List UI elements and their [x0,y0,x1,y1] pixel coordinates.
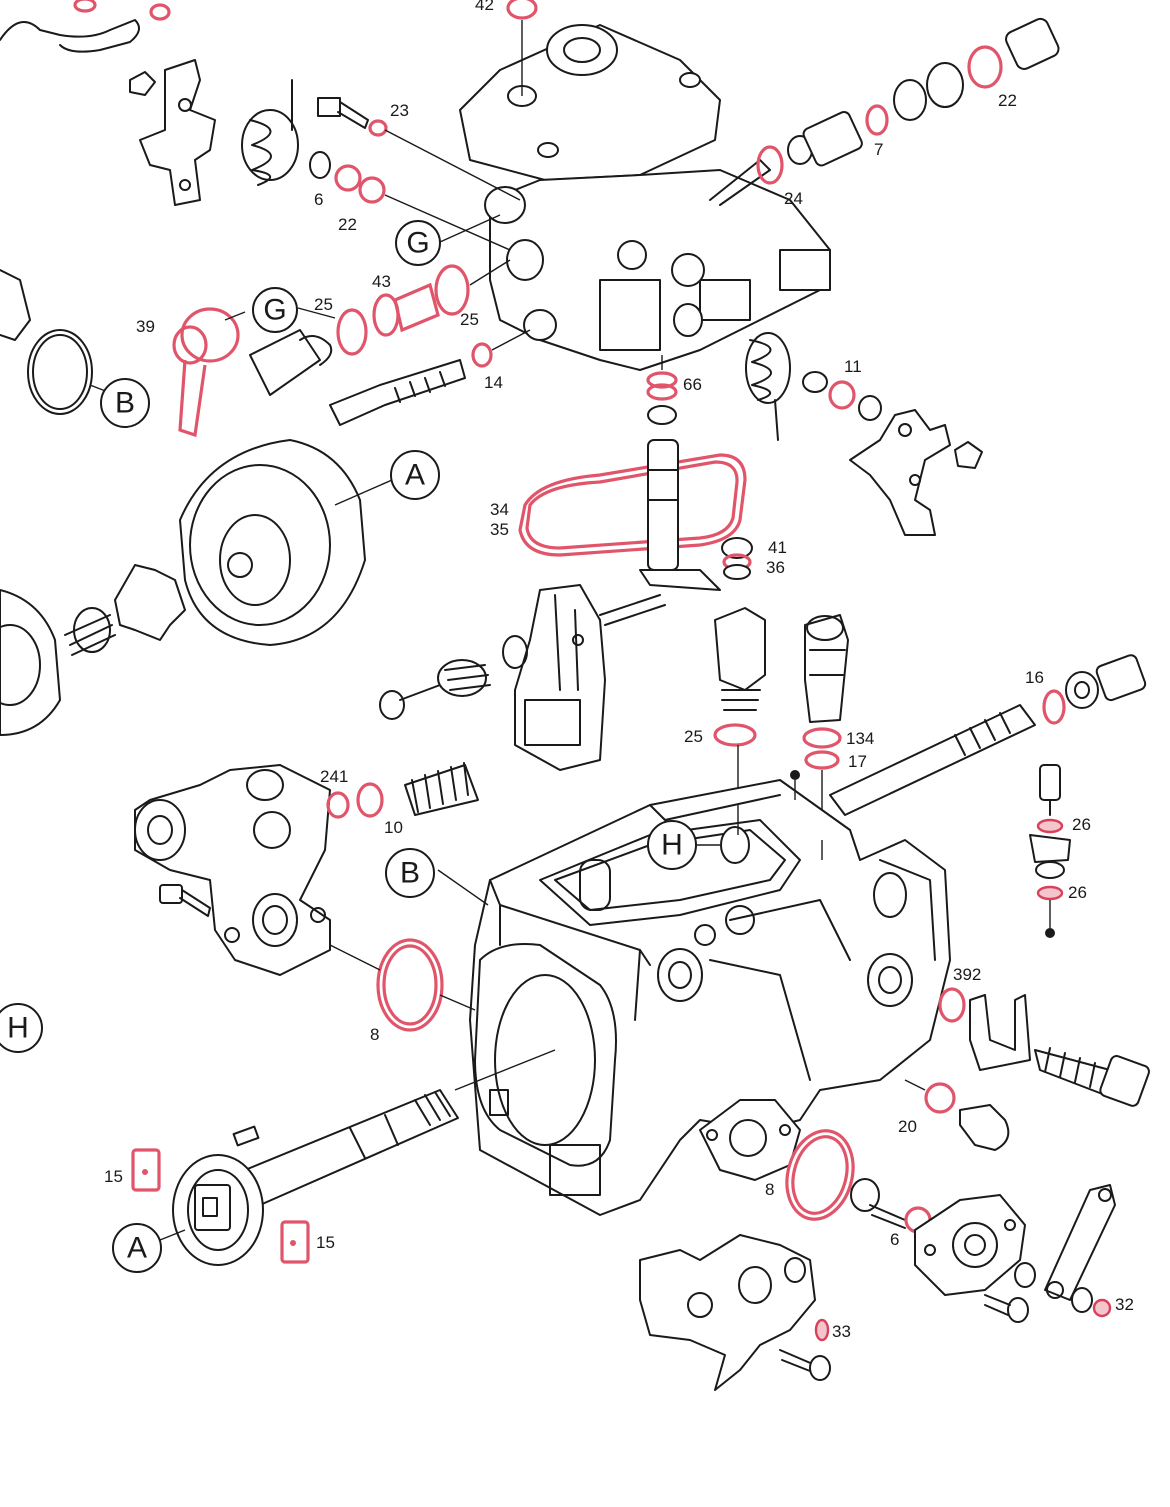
screw-20[interactable] [904,1079,1010,1151]
label-6-bottom: 6 [890,1230,899,1249]
callout-g-lower: G [252,287,298,333]
label-10: 10 [384,818,403,837]
drive-shaft[interactable] [232,1089,459,1206]
callout-h-housing: H [647,820,697,870]
bracket-392[interactable] [938,987,1151,1108]
label-16: 16 [1025,668,1044,687]
label-36: 36 [766,558,785,577]
o-ring-8-right[interactable] [777,1123,862,1226]
cam-plate-partial[interactable] [0,589,61,736]
label-20: 20 [898,1117,917,1136]
label-24: 24 [784,189,803,208]
drive-shaft-bolt-16[interactable] [829,654,1147,816]
stop-lever-assembly-33[interactable] [639,1234,831,1391]
label-25-mid: 25 [460,310,479,329]
callout-a-upper: A [390,450,440,500]
part-number-labels: 42 23 22 7 24 6 22 43 25 25 39 14 66 11 … [104,0,1134,1341]
label-33: 33 [832,1322,851,1341]
fitting-stack-right-top[interactable] [709,16,1061,206]
label-23: 23 [390,101,409,120]
label-35: 35 [490,520,509,539]
svg-text:A: A [405,459,425,492]
key-15-left[interactable] [131,1148,161,1192]
gasket-34-35[interactable] [518,453,747,557]
plunger-shaft[interactable] [639,439,721,591]
label-15-right: 15 [316,1233,335,1252]
washers-6-22[interactable] [309,151,511,251]
label-17: 17 [848,752,867,771]
label-66: 66 [683,375,702,394]
label-22-right: 22 [998,91,1017,110]
label-32: 32 [1115,1295,1134,1314]
throttle-bracket-top[interactable] [129,59,216,206]
spring-screw-center[interactable] [379,594,666,720]
bolt-left-head[interactable] [159,884,211,917]
label-6-top: 6 [314,190,323,209]
o-ring-b-left[interactable] [0,269,93,415]
label-39: 39 [136,317,155,336]
svg-text:A: A [127,1232,147,1265]
screw-26-stack[interactable] [1029,764,1071,938]
spring-11-right[interactable] [745,332,882,441]
hydraulic-head-left[interactable] [134,764,331,976]
label-241: 241 [320,767,348,786]
lever-bracket-right-mid[interactable] [849,409,983,536]
callout-g-upper: G [395,220,441,266]
label-25-left: 25 [314,295,333,314]
pump-housing-main[interactable] [469,770,951,1216]
label-7: 7 [874,140,883,159]
coil-spring-top-left[interactable] [241,79,299,186]
flange-cover-bottom-right[interactable] [914,1194,1026,1296]
label-11: 11 [844,357,862,376]
bolt-23[interactable] [317,97,521,201]
label-8-left: 8 [370,1025,379,1044]
valve-41-36[interactable] [721,537,753,580]
svg-text:B: B [400,857,420,890]
label-34: 34 [490,500,509,519]
label-25-valve: 25 [684,727,703,746]
label-15-left: 15 [104,1167,123,1186]
svg-text:G: G [406,227,429,260]
label-26-upper: 26 [1072,815,1091,834]
delivery-valve-holder[interactable] [713,607,766,805]
nozzle-screw-14[interactable] [329,329,531,426]
banjo-fitting-39[interactable] [172,307,240,438]
governor-cover[interactable] [459,0,721,181]
delivery-valve-134[interactable] [802,614,849,840]
callout-b-left: B [100,378,150,428]
callout-b-housing: B [385,848,435,898]
label-134: 134 [846,729,874,748]
roller-ring-a[interactable] [179,439,366,646]
seal-stack-66[interactable] [646,355,678,425]
bolt-25-left[interactable] [249,259,511,396]
label-392: 392 [953,965,981,984]
bolt-6-bottom[interactable] [850,1178,932,1234]
svg-text:H: H [7,1012,29,1045]
cross-disc[interactable] [114,564,186,641]
top-left-hose-fitting [0,0,171,53]
pump-head-top[interactable] [484,169,831,371]
svg-text:H: H [661,829,683,862]
cover-plate-right[interactable] [699,1099,801,1181]
callout-h-left: H [0,1003,43,1053]
label-26-lower: 26 [1068,883,1087,902]
label-22-left: 22 [338,215,357,234]
spring-left-small[interactable] [64,607,116,656]
callout-a-lower: A [112,1223,162,1273]
label-14: 14 [484,373,503,392]
key-15-right[interactable] [280,1220,310,1264]
spring-241-10[interactable] [326,762,479,819]
svg-text:B: B [115,387,135,420]
svg-text:G: G [263,294,286,327]
label-43: 43 [372,272,391,291]
o-ring-8-left[interactable] [329,938,476,1032]
label-42: 42 [475,0,494,14]
governor-lever[interactable] [514,584,606,771]
label-41: 41 [768,538,787,557]
drive-flange[interactable] [172,1154,264,1266]
label-8-right: 8 [765,1180,774,1199]
lever-32[interactable] [984,1184,1116,1323]
